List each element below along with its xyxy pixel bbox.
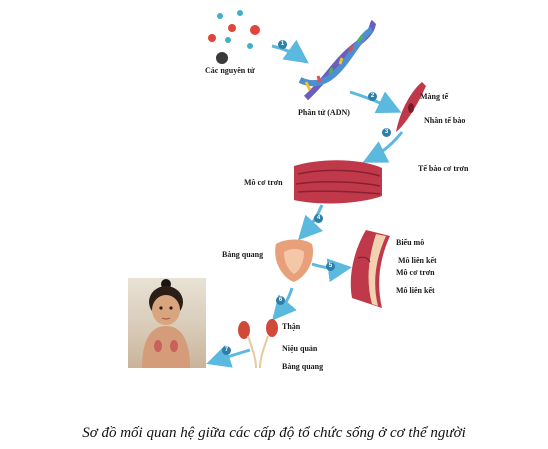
label-kidney: Thận: [282, 322, 301, 331]
step-number-3: 3: [382, 128, 391, 137]
arrow-organ-to-system: [272, 287, 297, 321]
urinary-system-illustration: [238, 319, 278, 369]
step-number-5: 5: [326, 262, 335, 271]
label-bladder-bottom: Bàng quang: [282, 362, 324, 371]
baby-photo: [128, 278, 206, 368]
label-connective-tissue-1: Mô liên kết: [398, 256, 437, 265]
step-number-7: 7: [222, 346, 231, 355]
arrow-atoms-to-molecule: [271, 39, 309, 64]
label-smooth-muscle-cell: Tế bào cơ trơn: [418, 164, 469, 173]
label-smooth-muscle-tissue: Mô cơ trơn: [244, 178, 283, 187]
arrow-system-to-body: [206, 344, 251, 368]
label-ureter: Niệu quản: [282, 344, 318, 353]
step-number-4: 4: [314, 214, 323, 223]
dna-illustration: [298, 20, 376, 101]
label-connective-tissue-2: Mô liên kết: [396, 286, 435, 295]
muscle-cell-illustration: [396, 82, 426, 132]
atoms-illustration: [208, 10, 260, 64]
label-bladder: Bàng quang: [222, 250, 264, 259]
step-number-1: 1: [278, 40, 287, 49]
label-epithelium: Biểu mô: [396, 238, 425, 247]
label-molecule: Phân tử (ADN): [298, 108, 350, 117]
bladder-wall-illustration: [350, 230, 390, 308]
label-cell-membrane: Màng tế: [420, 92, 449, 101]
muscle-tissue-illustration: [294, 160, 382, 204]
label-atoms: Các nguyên tử: [205, 66, 255, 75]
step-number-6: 6: [276, 296, 285, 305]
label-cell-nucleus: Nhân tế bào: [424, 116, 466, 125]
arrow-cell-to-tissue: [362, 131, 404, 163]
label-smooth-muscle-layer: Mô cơ trơn: [396, 268, 435, 277]
step-number-2: 2: [368, 92, 377, 101]
arrow-tissue-to-organ: [297, 204, 324, 241]
figure-caption: Sơ đồ mối quan hệ giữa các cấp độ tổ chứ…: [82, 425, 466, 441]
bladder-illustration: [275, 239, 314, 282]
